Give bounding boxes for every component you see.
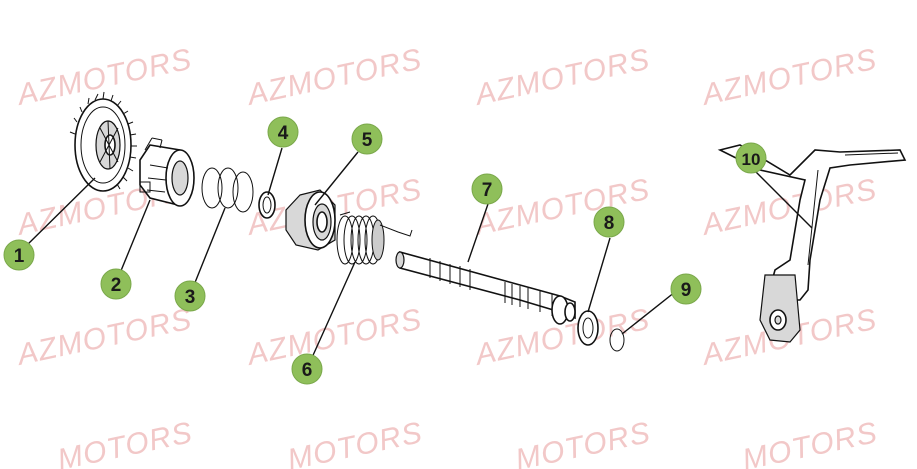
watermark: AZMOTORS bbox=[243, 303, 425, 373]
part-8-washer bbox=[577, 310, 599, 346]
watermark: AZMOTORS bbox=[243, 43, 425, 113]
part-7-shaft bbox=[395, 250, 576, 325]
callout-7: 7 bbox=[471, 173, 503, 205]
callout-3: 3 bbox=[174, 280, 206, 312]
part-1-gear bbox=[69, 91, 137, 192]
callout-5: 5 bbox=[351, 123, 383, 155]
callout-number: 10 bbox=[742, 150, 761, 169]
watermark: AZMOTORS bbox=[471, 43, 653, 113]
callout-number: 9 bbox=[681, 280, 692, 301]
watermark: AZMOTORS bbox=[13, 303, 195, 373]
part-3-clips bbox=[201, 167, 254, 213]
part-2-ratchet bbox=[139, 137, 195, 207]
callout-10: 10 bbox=[735, 142, 767, 174]
watermark: MOTORS bbox=[285, 416, 426, 469]
callout-number: 3 bbox=[185, 287, 196, 308]
callout-number: 8 bbox=[604, 213, 615, 234]
callout-2: 2 bbox=[100, 268, 132, 300]
callout-number: 4 bbox=[278, 123, 289, 144]
watermark: AZMOTORS bbox=[698, 43, 880, 113]
part-10-kick-lever bbox=[717, 144, 907, 343]
watermark: MOTORS bbox=[740, 416, 881, 469]
watermark: MOTORS bbox=[55, 416, 196, 469]
watermark-layer: AZMOTORS AZMOTORS AZMOTORS AZMOTORS AZMO… bbox=[13, 43, 881, 469]
callout-number: 1 bbox=[14, 246, 25, 267]
callout-number: 7 bbox=[482, 180, 493, 201]
leader-lines bbox=[23, 147, 813, 363]
callout-number: 6 bbox=[302, 360, 313, 381]
part-5-bushing bbox=[285, 189, 336, 251]
callout-6: 6 bbox=[291, 353, 323, 385]
part-9-circlip bbox=[609, 328, 625, 352]
watermark: MOTORS bbox=[513, 416, 654, 469]
callout-8: 8 bbox=[593, 206, 625, 238]
callout-9: 9 bbox=[670, 273, 702, 305]
callout-1: 1 bbox=[3, 239, 35, 271]
callout-number: 2 bbox=[111, 275, 122, 296]
callout-number: 5 bbox=[362, 130, 373, 151]
part-4-washer bbox=[258, 191, 276, 219]
callout-4: 4 bbox=[267, 116, 299, 148]
part-6-spring bbox=[336, 211, 413, 265]
watermark: AZMOTORS bbox=[698, 173, 880, 243]
